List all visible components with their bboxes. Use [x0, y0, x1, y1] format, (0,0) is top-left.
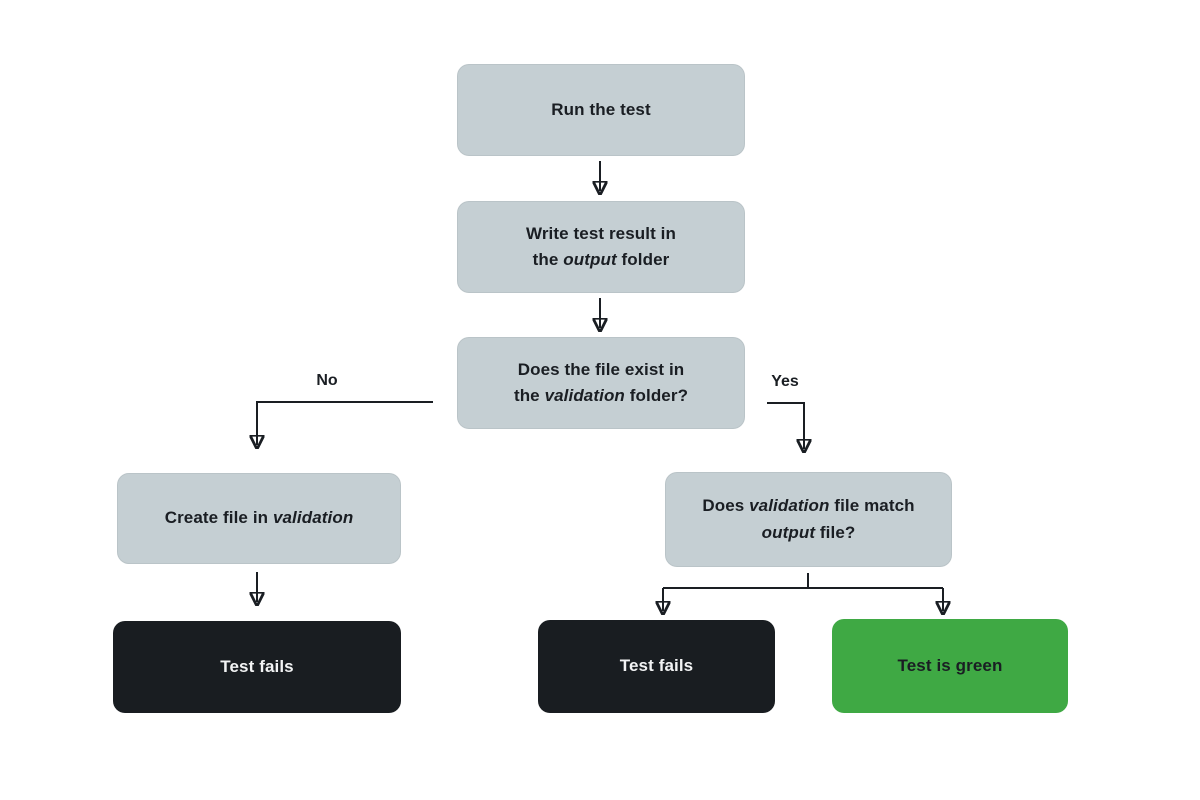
edge-label-no: No [316, 372, 338, 389]
node-does-files-match: Does validation file match output file? [665, 472, 952, 567]
connector-yes-branch [767, 402, 804, 449]
node-does-file-exist: Does the file exist in the validation fo… [457, 337, 745, 429]
node-create-file: Create file in validation [117, 473, 401, 564]
node-test-is-green: Test is green [832, 619, 1068, 713]
node-run-the-test: Run the test [457, 64, 745, 156]
connector-no-branch [257, 401, 433, 445]
node-write-test-result: Write test result in the output folder [457, 201, 745, 293]
node-test-fails-middle: Test fails [538, 620, 775, 713]
node-test-fails-left: Test fails [113, 621, 401, 713]
edge-label-yes: Yes [771, 373, 799, 390]
